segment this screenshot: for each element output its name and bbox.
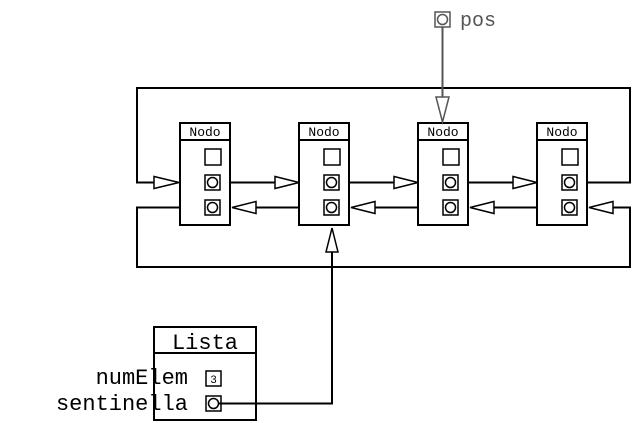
node-info-cell	[561, 148, 579, 166]
field-numelem-value: 3	[210, 375, 217, 387]
sentinella-arrowhead-icon	[325, 227, 339, 253]
lista-struct: Lista numElem 3 sentinella	[56, 227, 339, 421]
pointer-dot-icon	[563, 201, 576, 214]
node-title: Nodo	[189, 125, 220, 140]
pos-label: pos	[460, 10, 496, 33]
nodes-layer: Nodo Nodo Nodo Nodo	[179, 122, 588, 226]
node-title: Nodo	[546, 125, 577, 140]
wrap-next-link	[136, 87, 631, 184]
pointer-dot-icon	[325, 176, 338, 189]
pointer-dot-icon	[207, 397, 220, 410]
prev-arrowhead-icon	[231, 200, 257, 215]
field-sentinella-label: sentinella	[56, 392, 188, 417]
node-1: Nodo	[298, 122, 350, 226]
field-numelem-cell	[205, 370, 222, 387]
node-info-cell	[204, 148, 222, 166]
wrap-prev-link	[136, 206, 631, 268]
lista-title: Lista	[172, 331, 238, 356]
node-title: Nodo	[427, 125, 458, 140]
node-info-cell	[323, 148, 341, 166]
pointer-dot-icon	[444, 201, 457, 214]
prev-arrowhead-icon	[469, 200, 495, 215]
node-3: Nodo	[536, 122, 588, 226]
field-numelem-label: numElem	[96, 366, 188, 391]
wrap-next-arrowhead-icon	[153, 175, 180, 190]
pointer-dot-icon	[206, 201, 219, 214]
node-0: Nodo	[179, 122, 231, 226]
pointer-dot-icon	[206, 176, 219, 189]
pointer-dot-icon	[563, 176, 576, 189]
next-arrowhead-icon	[274, 175, 300, 190]
pointer-dot-icon	[444, 176, 457, 189]
pointer-dot-icon	[325, 201, 338, 214]
next-arrowhead-icon	[393, 175, 419, 190]
prev-arrowhead-icon	[350, 200, 376, 215]
sentinella-pointer-line	[219, 248, 333, 405]
wrap-prev-arrowhead-icon	[588, 200, 614, 215]
pointer-dot-icon	[436, 13, 449, 26]
node-info-cell	[442, 148, 460, 166]
pos-pointer: pos	[434, 10, 496, 125]
pos-arrowhead-icon	[435, 96, 450, 125]
next-arrowhead-icon	[512, 175, 538, 190]
node-2: Nodo	[417, 122, 469, 226]
links	[136, 87, 631, 268]
node-title: Nodo	[308, 125, 339, 140]
